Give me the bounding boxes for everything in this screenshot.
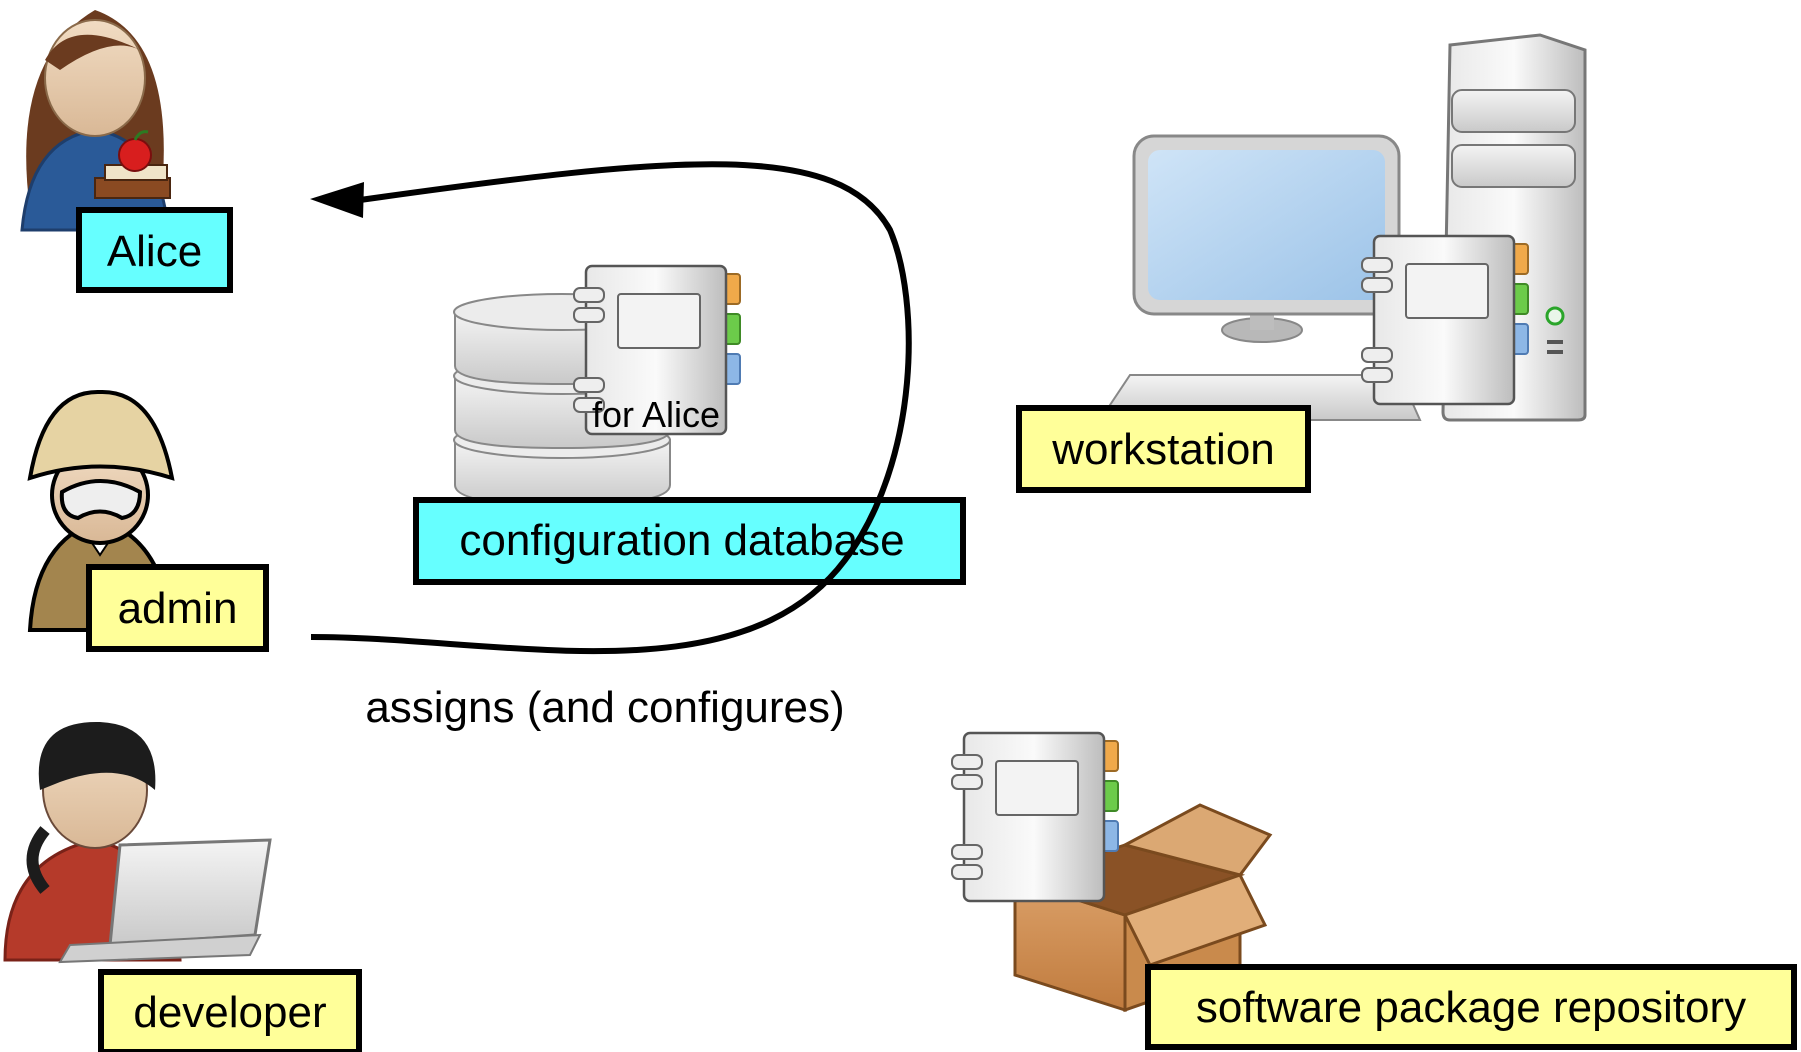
assigns-edge xyxy=(310,161,912,655)
workstation-package-icon xyxy=(1360,234,1530,406)
package-caption: for Alice xyxy=(592,394,720,435)
developer-label: developer xyxy=(98,969,362,1052)
edge-label: assigns (and configures) xyxy=(365,683,844,732)
developer-person-icon xyxy=(3,721,272,964)
developer-label-text: developer xyxy=(133,988,326,1037)
arrowhead-icon xyxy=(310,182,364,218)
admin-label: admin xyxy=(86,564,269,652)
config-db-label: configuration database xyxy=(413,497,966,585)
alice-label: Alice xyxy=(76,207,233,293)
alice-label-text: Alice xyxy=(107,227,202,276)
workstation-label-text: workstation xyxy=(1051,425,1275,474)
repository-label: software package repository xyxy=(1145,964,1797,1050)
admin-label-text: admin xyxy=(118,584,238,633)
alice-person-icon xyxy=(20,10,171,232)
config-db-label-text: configuration database xyxy=(459,516,904,565)
repository-label-text: software package repository xyxy=(1196,983,1746,1032)
workstation-label: workstation xyxy=(1016,405,1311,493)
repository-package-icon xyxy=(950,731,1120,903)
